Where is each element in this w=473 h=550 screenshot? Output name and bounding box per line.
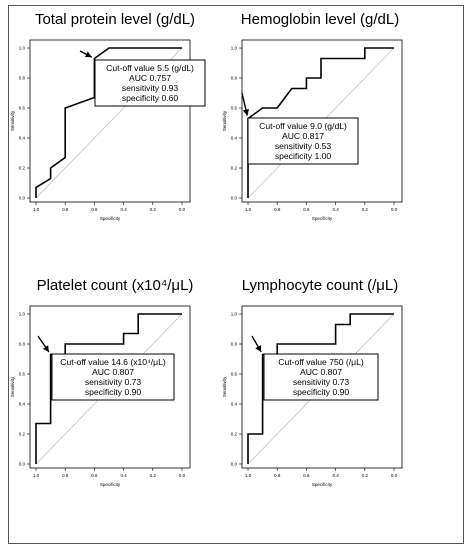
x-tick-label: 1.0 [245,473,252,478]
x-tick-label: 0.6 [91,207,98,212]
x-tick-label: 0.4 [332,207,339,212]
y-tick-label: 0.6 [231,106,238,111]
x-axis-label: Specificity [100,216,121,221]
annotation-line: sensitivity 0.73 [85,377,142,387]
y-tick-label: 0.2 [19,166,26,171]
y-tick-label: 0.8 [231,342,238,347]
annotation-box [94,59,206,107]
y-axis-label: Sensitivity [222,376,227,397]
y-tick-label: 1.0 [19,312,26,317]
panel-title: Total protein level (g/dL) [35,11,195,28]
annotation-line: AUC 0.807 [92,367,134,377]
cutoff-arrow-head [84,51,92,58]
annotation-line: Cut-off value 750 (/μL) [278,357,364,367]
annotation-line: AUC 0.757 [129,73,171,83]
y-tick-label: 1.0 [19,46,26,51]
x-tick-label: 0.8 [274,473,281,478]
x-axis-label: Specificity [312,216,333,221]
annotation-line: specificity 0.90 [85,387,142,397]
cutoff-arrow-head [242,109,250,116]
y-tick-label: 0.0 [19,196,26,201]
x-tick-label: 1.0 [245,207,252,212]
x-tick-label: 0.0 [179,207,186,212]
x-tick-label: 0.2 [150,473,157,478]
y-tick-label: 0.2 [231,166,238,171]
y-tick-label: 0.0 [19,462,26,467]
y-tick-label: 0.8 [19,342,26,347]
roc-curve [247,313,394,464]
annotation-line: AUC 0.817 [282,131,324,141]
roc-curve [35,47,182,198]
annotation-line: Cut-off value 9.0 (g/dL) [259,121,347,131]
y-tick-label: 1.0 [231,46,238,51]
annotation-line: specificity 0.60 [122,93,179,103]
x-tick-label: 0.2 [362,207,369,212]
panel-title: Platelet count (x10⁴/μL) [37,277,194,294]
y-tick-label: 0.4 [19,136,26,141]
x-tick-label: 0.6 [303,473,310,478]
annotation-box [247,117,359,165]
y-tick-label: 0.2 [231,432,238,437]
y-tick-label: 0.0 [231,196,238,201]
y-tick-label: 0.4 [231,402,238,407]
cutoff-arrow-head [255,345,262,352]
plot-frame [241,305,403,469]
figure-frame [8,5,464,544]
annotation-line: AUC 0.807 [300,367,342,377]
x-tick-label: 0.6 [91,473,98,478]
y-axis-label: Sensitivity [10,376,15,397]
annotation-line: Cut-off value 5.5 (g/dL) [106,63,194,73]
y-tick-label: 0.6 [19,372,26,377]
x-tick-label: 1.0 [33,473,40,478]
y-tick-label: 0.4 [19,402,26,407]
x-tick-label: 0.2 [362,473,369,478]
y-axis-label: Sensitivity [10,110,15,131]
annotation-line: sensitivity 0.73 [293,377,350,387]
y-axis-label: Sensitivity [222,110,227,131]
annotation-box [263,353,379,401]
y-tick-label: 1.0 [231,312,238,317]
annotation-line: specificity 1.00 [275,151,332,161]
x-tick-label: 0.4 [120,207,127,212]
x-tick-label: 0.0 [391,473,398,478]
x-tick-label: 0.6 [303,207,310,212]
x-tick-label: 0.8 [274,207,281,212]
annotation-line: Cut-off value 14.6 (x10⁴/μL) [60,357,166,367]
panel-title: Lymphocyte count (/μL) [242,277,399,294]
roc-curve [247,47,394,198]
y-tick-label: 0.0 [231,462,238,467]
x-tick-label: 1.0 [33,207,40,212]
plot-frame [29,305,191,469]
y-tick-label: 0.8 [19,76,26,81]
annotation-line: sensitivity 0.93 [122,83,179,93]
panel-title: Hemoglobin level (g/dL) [241,11,399,28]
x-tick-label: 0.8 [62,473,69,478]
x-tick-label: 0.2 [150,207,157,212]
x-tick-label: 0.4 [120,473,127,478]
x-tick-label: 0.0 [391,207,398,212]
x-axis-label: Specificity [100,482,121,487]
x-axis-label: Specificity [312,482,333,487]
y-tick-label: 0.2 [19,432,26,437]
annotation-box [51,353,175,401]
roc-curve [35,313,182,464]
y-tick-label: 0.4 [231,136,238,141]
y-tick-label: 0.6 [231,372,238,377]
y-tick-label: 0.6 [19,106,26,111]
annotation-line: sensitivity 0.53 [275,141,332,151]
x-tick-label: 0.0 [179,473,186,478]
cutoff-arrow-head [42,345,49,353]
annotation-line: specificity 0.90 [293,387,350,397]
plot-frame [29,39,191,203]
x-tick-label: 0.4 [332,473,339,478]
y-tick-label: 0.8 [231,76,238,81]
x-tick-label: 0.8 [62,207,69,212]
plot-frame [241,39,403,203]
